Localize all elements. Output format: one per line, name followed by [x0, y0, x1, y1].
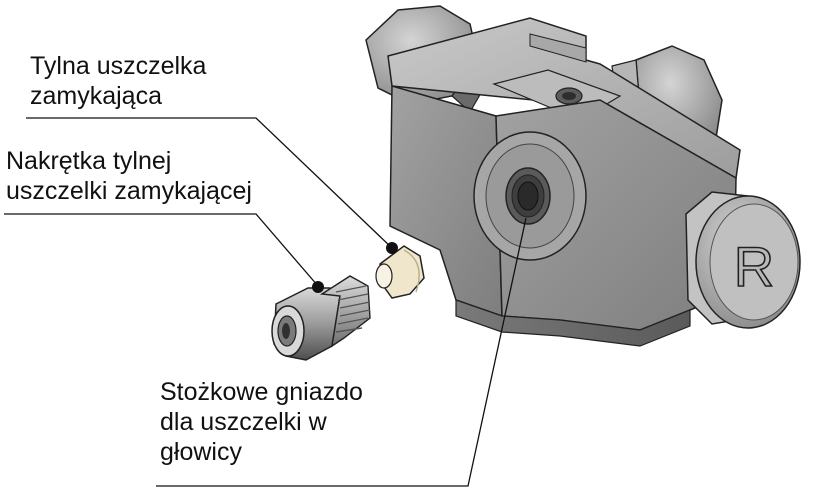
- lower-right-cap: R: [685, 191, 801, 329]
- label-rear-seal-line-2: zamykająca: [30, 82, 162, 110]
- label-cone-seat-line-1: Stożkowe gniazdo: [160, 378, 363, 406]
- label-cone-seat: Stożkowe gniazdo dla uszczelki w głowicy: [160, 377, 363, 467]
- label-rear-nut: Nakrętka tylnej uszczelki zamykającej: [6, 146, 252, 206]
- label-rear-seal: Tylna uszczelka zamykająca: [30, 51, 206, 111]
- leader-lines: [4, 117, 527, 487]
- label-cone-seat-line-3: głowicy: [160, 438, 242, 466]
- label-cone-seat-line-2: dla uszczelki w: [160, 408, 327, 436]
- label-rear-seal-line-1: Tylna uszczelka: [30, 52, 207, 80]
- valve-block: [387, 17, 741, 347]
- label-rear-nut-line-2: uszczelki zamykającej: [6, 177, 252, 205]
- leader-rear-nut: [4, 213, 319, 287]
- rear-seal: [375, 245, 425, 299]
- leader-cone-seat: [156, 217, 527, 487]
- rear-nut: [271, 275, 371, 361]
- block-letter: R: [734, 235, 774, 298]
- label-rear-nut-line-1: Nakrętka tylnej: [6, 147, 172, 175]
- pointer-dot-rear-seal: [386, 242, 398, 254]
- leader-rear-seal: [26, 117, 393, 249]
- pointer-dot-rear-nut: [312, 281, 324, 293]
